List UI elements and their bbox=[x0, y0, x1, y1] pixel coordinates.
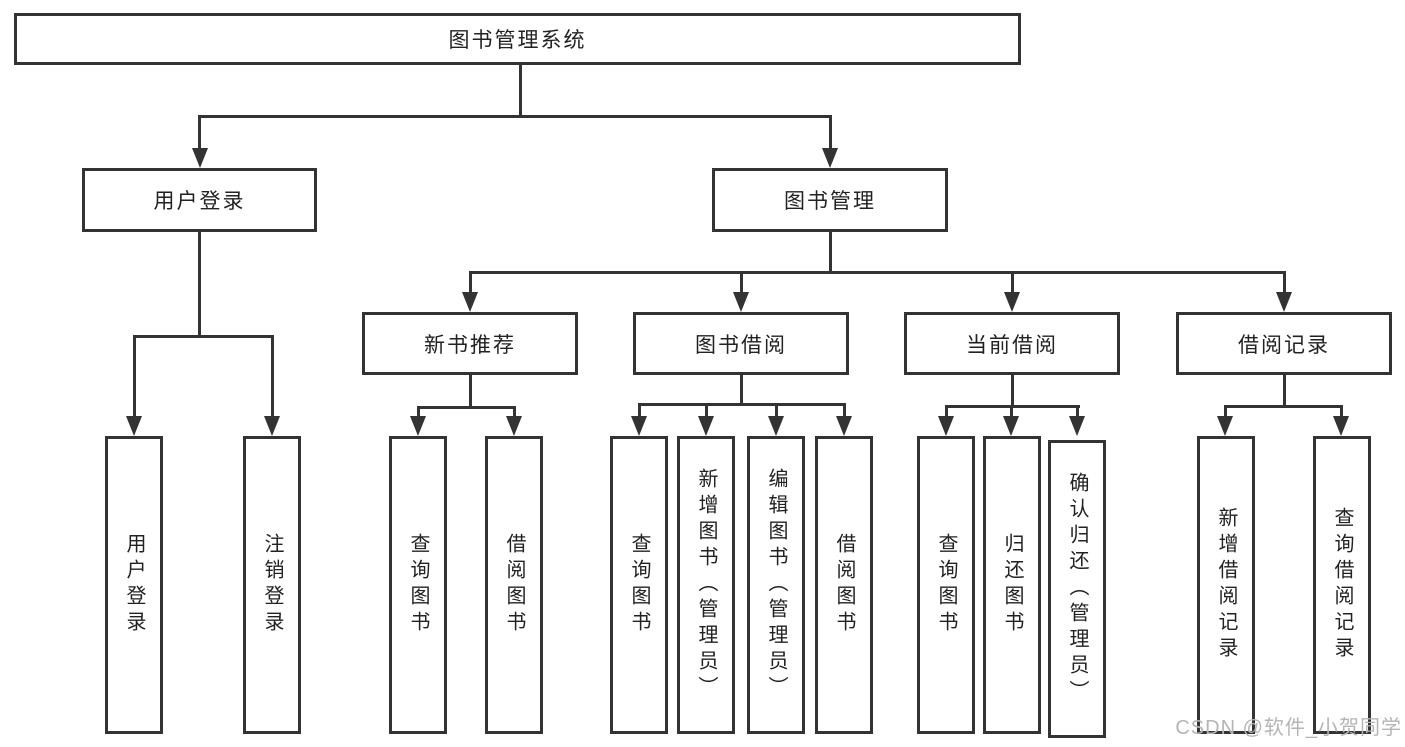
connector-current-borrow-stem bbox=[1011, 375, 1014, 408]
connector-drop bbox=[945, 405, 948, 418]
leaf-user-login-label: 用户登录 bbox=[123, 533, 145, 637]
connector-drop bbox=[1340, 405, 1343, 418]
connector-book-mgmt-stem bbox=[829, 232, 832, 274]
leaf-return-books: 归还图书 bbox=[983, 436, 1041, 734]
leaf-borrow-books-2: 借阅图书 bbox=[815, 436, 873, 734]
leaf-confirm-return-admin-label: 确认归还（管理员） bbox=[1066, 472, 1088, 706]
leaf-query-books-3: 查询图书 bbox=[917, 436, 975, 734]
arrowhead-book-mgmt bbox=[822, 148, 838, 168]
connector-level2-rail bbox=[199, 115, 832, 118]
connector-level3-rail bbox=[469, 271, 1285, 274]
arrowhead-leaf bbox=[264, 416, 280, 436]
connector-root-stem bbox=[519, 65, 522, 118]
arrowhead-leaf bbox=[631, 416, 647, 436]
node-new-book-recommend-label: 新书推荐 bbox=[424, 333, 516, 357]
csdn-watermark: CSDN @软件_小贺同学 bbox=[1175, 717, 1402, 739]
arrowhead-leaf bbox=[938, 416, 954, 436]
connector-drop bbox=[1011, 271, 1014, 294]
leaf-add-book-admin: 新增图书（管理员） bbox=[677, 436, 735, 734]
leaf-query-books-3-label: 查询图书 bbox=[935, 533, 957, 637]
connector-drop bbox=[1010, 405, 1013, 418]
arrowhead-leaf bbox=[1333, 416, 1349, 436]
connector-new-book-stem bbox=[469, 375, 472, 409]
node-user-login: 用户登录 bbox=[82, 168, 317, 232]
leaf-add-book-admin-label: 新增图书（管理员） bbox=[695, 468, 717, 702]
leaf-add-borrow-record: 新增借阅记录 bbox=[1197, 436, 1255, 734]
connector-drop bbox=[775, 403, 778, 418]
connector-book-mgmt-drop bbox=[829, 115, 832, 151]
connector-drop bbox=[271, 335, 274, 418]
connector-borrow-records-rail bbox=[1224, 405, 1343, 408]
connector-user-login-rail bbox=[133, 335, 274, 338]
leaf-logout-label: 注销登录 bbox=[261, 533, 283, 637]
leaf-query-borrow-record: 查询借阅记录 bbox=[1313, 436, 1371, 734]
connector-borrow-records-stem bbox=[1283, 375, 1286, 408]
arrowhead-leaf bbox=[698, 416, 714, 436]
arrowhead-leaf bbox=[506, 416, 522, 436]
leaf-query-books-2-label: 查询图书 bbox=[628, 533, 650, 637]
leaf-add-borrow-record-label: 新增借阅记录 bbox=[1215, 507, 1237, 663]
arrowhead-current-borrow bbox=[1004, 292, 1020, 312]
leaf-logout: 注销登录 bbox=[243, 436, 301, 734]
leaf-borrow-books-2-label: 借阅图书 bbox=[833, 533, 855, 637]
node-book-management: 图书管理 bbox=[712, 168, 948, 232]
arrowhead-borrow-records bbox=[1276, 292, 1292, 312]
connector-drop bbox=[740, 271, 743, 294]
connector-drop bbox=[417, 406, 420, 418]
node-current-borrow-label: 当前借阅 bbox=[966, 333, 1058, 357]
connector-book-borrow-stem bbox=[740, 375, 743, 406]
node-borrow-records-label: 借阅记录 bbox=[1238, 333, 1330, 357]
leaf-query-borrow-record-label: 查询借阅记录 bbox=[1331, 507, 1353, 663]
connector-book-borrow-rail bbox=[638, 403, 846, 406]
node-user-login-label: 用户登录 bbox=[153, 190, 246, 213]
connector-drop bbox=[133, 335, 136, 418]
arrowhead-user-login bbox=[192, 148, 208, 168]
arrowhead-new-book bbox=[462, 292, 478, 312]
node-book-borrow-label: 图书借阅 bbox=[695, 333, 787, 357]
node-new-book-recommend: 新书推荐 bbox=[362, 312, 578, 375]
connector-drop bbox=[1224, 405, 1227, 418]
node-book-borrow: 图书借阅 bbox=[633, 312, 849, 375]
leaf-return-books-label: 归还图书 bbox=[1001, 533, 1023, 637]
node-root-label: 图书管理系统 bbox=[448, 29, 587, 52]
leaf-borrow-books-1: 借阅图书 bbox=[485, 436, 543, 734]
connector-drop bbox=[843, 403, 846, 418]
connector-new-book-rail bbox=[417, 406, 516, 409]
connector-drop bbox=[705, 403, 708, 418]
connector-user-login-drop bbox=[198, 115, 201, 151]
arrowhead-book-borrow bbox=[733, 292, 749, 312]
connector-drop bbox=[1283, 271, 1286, 294]
arrowhead-leaf bbox=[768, 416, 784, 436]
node-current-borrow: 当前借阅 bbox=[904, 312, 1120, 375]
leaf-edit-book-admin-label: 编辑图书（管理员） bbox=[765, 468, 787, 702]
node-borrow-records: 借阅记录 bbox=[1176, 312, 1392, 375]
arrowhead-leaf bbox=[1003, 416, 1019, 436]
connector-drop bbox=[469, 271, 472, 294]
connector-drop bbox=[638, 403, 641, 418]
node-root: 图书管理系统 bbox=[14, 13, 1021, 65]
connector-user-login-stem bbox=[198, 232, 201, 338]
leaf-query-books-2: 查询图书 bbox=[610, 436, 668, 734]
arrowhead-leaf bbox=[836, 416, 852, 436]
leaf-borrow-books-1-label: 借阅图书 bbox=[503, 533, 525, 637]
leaf-edit-book-admin: 编辑图书（管理员） bbox=[747, 436, 805, 734]
arrowhead-leaf bbox=[410, 416, 426, 436]
leaf-query-books-1-label: 查询图书 bbox=[407, 533, 429, 637]
leaf-user-login: 用户登录 bbox=[105, 436, 163, 734]
leaf-query-books-1: 查询图书 bbox=[389, 436, 447, 734]
arrowhead-leaf bbox=[1069, 416, 1085, 436]
leaf-confirm-return-admin: 确认归还（管理员） bbox=[1048, 440, 1106, 738]
arrowhead-leaf bbox=[1217, 416, 1233, 436]
connector-drop bbox=[1076, 405, 1079, 418]
node-book-management-label: 图书管理 bbox=[784, 190, 876, 213]
arrowhead-leaf bbox=[126, 416, 142, 436]
connector-drop bbox=[513, 406, 516, 418]
